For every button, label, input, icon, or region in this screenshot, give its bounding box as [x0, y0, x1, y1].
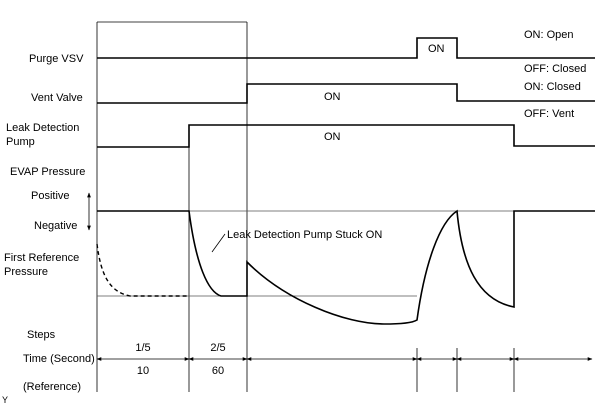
- vent-valve-off-state: OFF: Vent: [524, 108, 574, 120]
- first-reference-label-line2: Pressure: [4, 266, 48, 278]
- vent-valve-on-state: ON: Closed: [524, 81, 581, 93]
- purge-vsv-signal: [97, 37, 595, 59]
- time-2-value: 60: [212, 365, 224, 377]
- step-2-value: 2/5: [210, 342, 225, 354]
- corner-mark: Y: [2, 395, 8, 405]
- evap-pressure-label: EVAP Pressure: [10, 166, 85, 178]
- leak-pump-label-line2: Pump: [6, 136, 35, 148]
- time-1-value: 10: [137, 365, 149, 377]
- first-reference-label-line1: First Reference: [4, 252, 79, 264]
- reference-label: (Reference): [23, 381, 81, 393]
- evap-pressure-trace: [97, 209, 595, 325]
- time-label: Time (Second): [23, 353, 95, 365]
- leak-pump-label-line1: Leak Detection: [6, 122, 79, 134]
- purge-vsv-pulse-label: ON: [428, 43, 445, 55]
- first-reference-curve: [96, 243, 189, 297]
- negative-label: Negative: [34, 220, 77, 232]
- step-1-value: 1/5: [135, 342, 150, 354]
- vent-valve-pulse-label: ON: [324, 91, 341, 103]
- positive-label: Positive: [31, 190, 70, 202]
- stuck-on-leader-line: [211, 233, 226, 253]
- vent-valve-label: Vent Valve: [31, 92, 83, 104]
- vent-valve-signal: [97, 83, 595, 104]
- steps-label: Steps: [27, 329, 56, 341]
- leak-pump-pulse-label: ON: [324, 131, 341, 143]
- purge-vsv-label: Purge VSV: [29, 53, 84, 65]
- leak-pump-signal: [97, 124, 595, 148]
- purge-vsv-off-state: OFF: Closed: [524, 63, 586, 75]
- stuck-on-annotation: Leak Detection Pump Stuck ON: [227, 229, 382, 241]
- purge-vsv-on-state: ON: Open: [524, 29, 574, 41]
